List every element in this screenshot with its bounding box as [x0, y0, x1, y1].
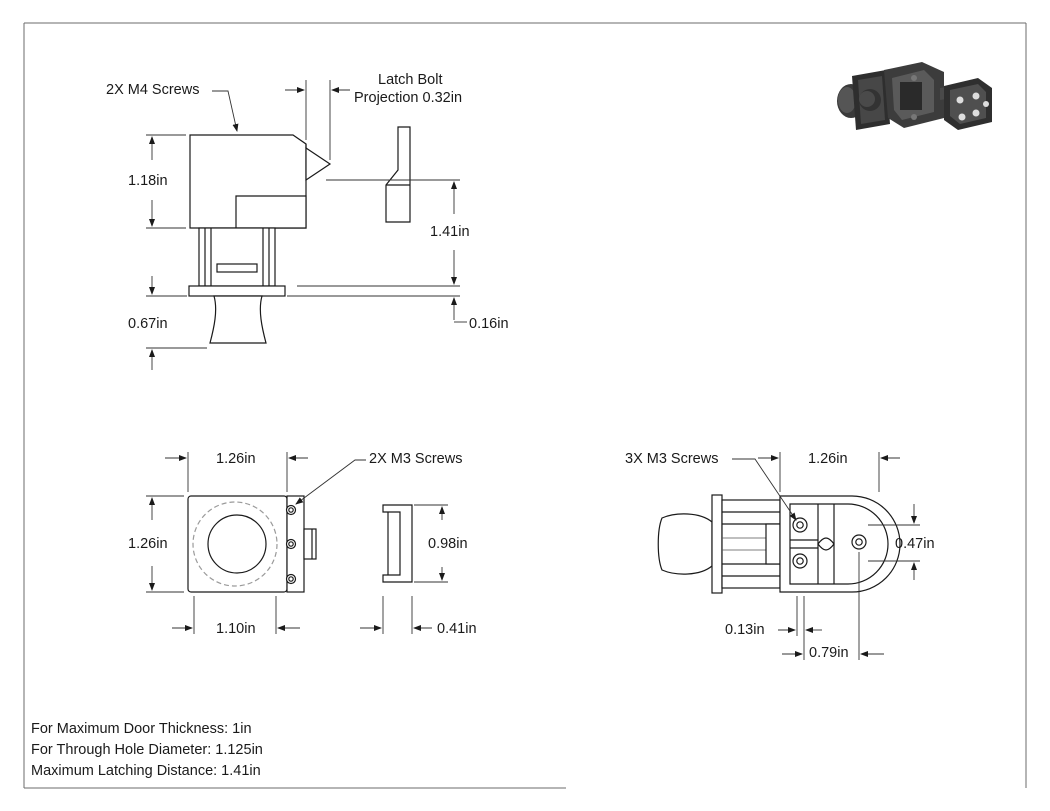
front-width-dim: 1.26in — [216, 451, 256, 467]
top-view — [657, 494, 901, 594]
isometric-product-render — [837, 62, 992, 130]
front-bottom-dim: 1.10in — [216, 621, 256, 637]
top-screws-label: 3X M3 Screws — [625, 451, 718, 467]
top-view-dimensions — [732, 452, 920, 660]
notes-block: For Maximum Door Thickness: 1in For Thro… — [31, 719, 263, 782]
note-latching-distance: Maximum Latching Distance: 1.41in — [31, 763, 261, 779]
front-height-dim: 1.26in — [128, 536, 168, 552]
hole-spacing-dim: 0.47in — [895, 536, 935, 552]
front-view-dimensions — [146, 452, 448, 634]
side-view-dimensions — [146, 80, 467, 370]
top-view-labels: 3X M3 Screws 1.26in 0.47in 0.13in 0.79in — [625, 451, 935, 661]
latch-bolt-label-line1: Latch Bolt — [378, 72, 443, 88]
side-height-dim: 1.18in — [128, 173, 168, 189]
hole-offset-dim: 0.79in — [809, 645, 849, 661]
knob-height-dim: 0.67in — [128, 316, 168, 332]
side-view — [188, 126, 411, 344]
front-view — [187, 495, 413, 593]
front-view-labels: 1.26in 2X M3 Screws 1.26in 1.10in 0.98in… — [128, 451, 477, 637]
note-through-hole: For Through Hole Diameter: 1.125in — [31, 742, 263, 758]
latch-height-dim: 1.41in — [430, 224, 470, 240]
top-width-dim: 1.26in — [808, 451, 848, 467]
front-screws-label: 2X M3 Screws — [369, 451, 462, 467]
sheet-border — [23, 22, 1027, 789]
side-screws-label: 2X M4 Screws — [106, 82, 199, 98]
flange-thickness-dim: 0.16in — [469, 316, 509, 332]
note-door-thickness: For Maximum Door Thickness: 1in — [31, 721, 252, 737]
hole-diameter-dim: 0.13in — [725, 622, 765, 638]
latch-bolt-label-line2: Projection 0.32in — [354, 90, 462, 106]
strike-height-dim: 0.98in — [428, 536, 468, 552]
side-view-labels: 2X M4 Screws Latch Bolt Projection 0.32i… — [106, 72, 509, 332]
strike-depth-dim: 0.41in — [437, 621, 477, 637]
